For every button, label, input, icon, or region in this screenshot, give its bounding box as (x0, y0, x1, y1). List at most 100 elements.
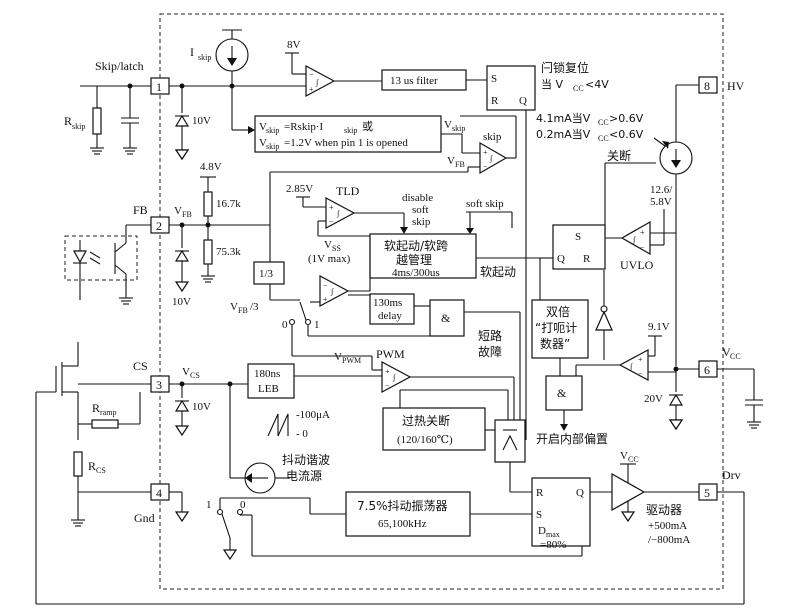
svg-text:soft: soft (412, 204, 429, 216)
svg-text:3: 3 (156, 378, 162, 392)
svg-text:双倍: 双倍 (546, 304, 570, 319)
svg-text:V: V (259, 121, 267, 133)
svg-text:故障: 故障 (478, 344, 502, 359)
svg-text:9.1V: 9.1V (648, 321, 670, 333)
and-bias: & 开启内部偏置 (536, 375, 608, 446)
ic-boundary (159, 13, 724, 590)
svg-text:2.85V: 2.85V (286, 183, 313, 195)
svg-text:4.1mA当V: 4.1mA当V (536, 111, 591, 125)
svg-text:越管理: 越管理 (396, 252, 432, 267)
svg-text:+: + (329, 203, 334, 212)
svg-text:PWM: PWM (342, 356, 361, 365)
svg-text:20V: 20V (644, 393, 663, 405)
svg-text:=Rskip·I: =Rskip·I (284, 121, 324, 133)
svg-text:∫: ∫ (315, 78, 319, 87)
svg-text:D: D (538, 525, 546, 537)
pin-2: 2 FB (133, 203, 170, 234)
skip-comparator: + − ∫ V skip skip V FB (441, 115, 517, 175)
svg-text:∫: ∫ (330, 287, 334, 296)
gate-driver: V CC 驱动器 +500mA /−800mA (611, 450, 699, 546)
vskip-equation-box: V skip =Rskip·I skip 或 V skip =1.2V when… (231, 86, 442, 153)
svg-text:Q: Q (557, 253, 565, 265)
pin-1-number: 1 (156, 80, 162, 94)
tld-label: TLD (336, 184, 360, 198)
svg-text:0: 0 (240, 499, 246, 511)
svg-text:软起动/软跨: 软起动/软跨 (384, 239, 448, 253)
delay-130ms: 130ms delay (369, 293, 430, 325)
svg-text:电流源: 电流源 (286, 469, 322, 483)
svg-text:=80%: =80% (540, 539, 566, 551)
svg-text:65,100kHz: 65,100kHz (378, 518, 427, 530)
svg-text:+: + (638, 355, 643, 364)
svg-text:V: V (620, 450, 628, 462)
svg-text:2: 2 (156, 219, 162, 233)
svg-text:skip: skip (344, 126, 357, 135)
svg-text:FB: FB (455, 160, 465, 169)
softstart-out-label: 软起动 (480, 265, 516, 279)
svg-text:−: − (323, 281, 328, 290)
svg-text:+: + (640, 228, 645, 237)
svg-text:R: R (92, 401, 100, 415)
svg-text:R: R (583, 253, 591, 265)
svg-text:V: V (324, 239, 332, 251)
svg-text:Q: Q (519, 95, 527, 107)
optocoupler (64, 224, 151, 305)
svg-text:S: S (491, 73, 497, 85)
or-gate (494, 419, 532, 493)
rskip-resistor: R skip (64, 86, 104, 155)
svg-text:−: − (640, 243, 645, 252)
svg-text:∫: ∫ (489, 154, 493, 163)
pin-1-label: Skip/latch (95, 59, 144, 73)
pin-4-label: Gnd (134, 511, 155, 525)
svg-text:V: V (259, 137, 267, 149)
bias-label: 开启内部偏置 (536, 431, 608, 446)
svg-text:−: − (329, 217, 334, 226)
svg-text:V: V (182, 366, 190, 378)
svg-text:CC: CC (598, 118, 609, 127)
and-short-fault: & 短路 故障 (429, 299, 521, 440)
svg-text:CC: CC (573, 84, 584, 93)
hiccup-counter: 双倍 “打呃计 数器” (531, 299, 589, 376)
divider-third: 1/3 V FB /3 (230, 261, 285, 315)
zener-pin1: 10V (174, 86, 211, 161)
svg-text:0: 0 (282, 319, 288, 331)
svg-text:130ms: 130ms (373, 297, 402, 309)
pin-1: 1 Skip/latch (95, 59, 170, 95)
svg-text:FB: FB (182, 210, 192, 219)
svg-text:R: R (536, 487, 544, 499)
svg-text:+: + (483, 148, 488, 157)
zener-pin3: 10V (174, 384, 211, 437)
svg-text:<0.6V: <0.6V (609, 128, 644, 141)
svg-text:75.3k: 75.3k (216, 246, 241, 258)
svg-text:skip: skip (266, 142, 279, 151)
filter-label: 13 us filter (390, 75, 438, 87)
svg-text:过热关断: 过热关断 (402, 413, 450, 428)
svg-text:+: + (385, 367, 390, 376)
svg-text:=1.2V when pin 1 is opened: =1.2V when pin 1 is opened (284, 137, 408, 149)
svg-text:数器”: 数器” (540, 336, 570, 351)
drive-flipflop: R S Q D max =80% (531, 477, 612, 551)
svg-text:5.8V: 5.8V (650, 196, 672, 208)
svg-text:LEB: LEB (258, 383, 279, 395)
svg-text:&: & (441, 311, 451, 325)
svg-text:短路: 短路 (478, 328, 502, 343)
svg-text:驱动器: 驱动器 (646, 503, 682, 517)
svg-text:1/3: 1/3 (259, 268, 274, 280)
tld-comparator: 2.85V + − ∫ TLD V SS (1V max) (286, 183, 408, 265)
svg-text:CC: CC (598, 134, 609, 143)
svg-text:+: + (323, 295, 328, 304)
svg-text:CC: CC (730, 352, 741, 361)
uvlo-block: S Q R + − ∫ 12.6/ 5.8V UVLO (539, 184, 676, 300)
pin-8: 8 HV (675, 76, 745, 142)
rcs-resistor: R CS (71, 451, 151, 527)
svg-text:4ms/300us: 4ms/300us (392, 267, 440, 279)
svg-text:180ns: 180ns (254, 368, 280, 380)
softstart-block: 软起动/软跨 越管理 4ms/300us 软起动 (369, 233, 553, 279)
svg-text:SS: SS (332, 244, 341, 253)
svg-text:skip: skip (266, 126, 279, 135)
svg-text:&: & (557, 386, 567, 400)
svg-text:-100μA: -100μA (296, 409, 330, 421)
svg-text:ramp: ramp (100, 408, 116, 417)
fb-switch: 0 1 (270, 299, 430, 356)
rramp-resistor: R ramp (78, 392, 141, 429)
